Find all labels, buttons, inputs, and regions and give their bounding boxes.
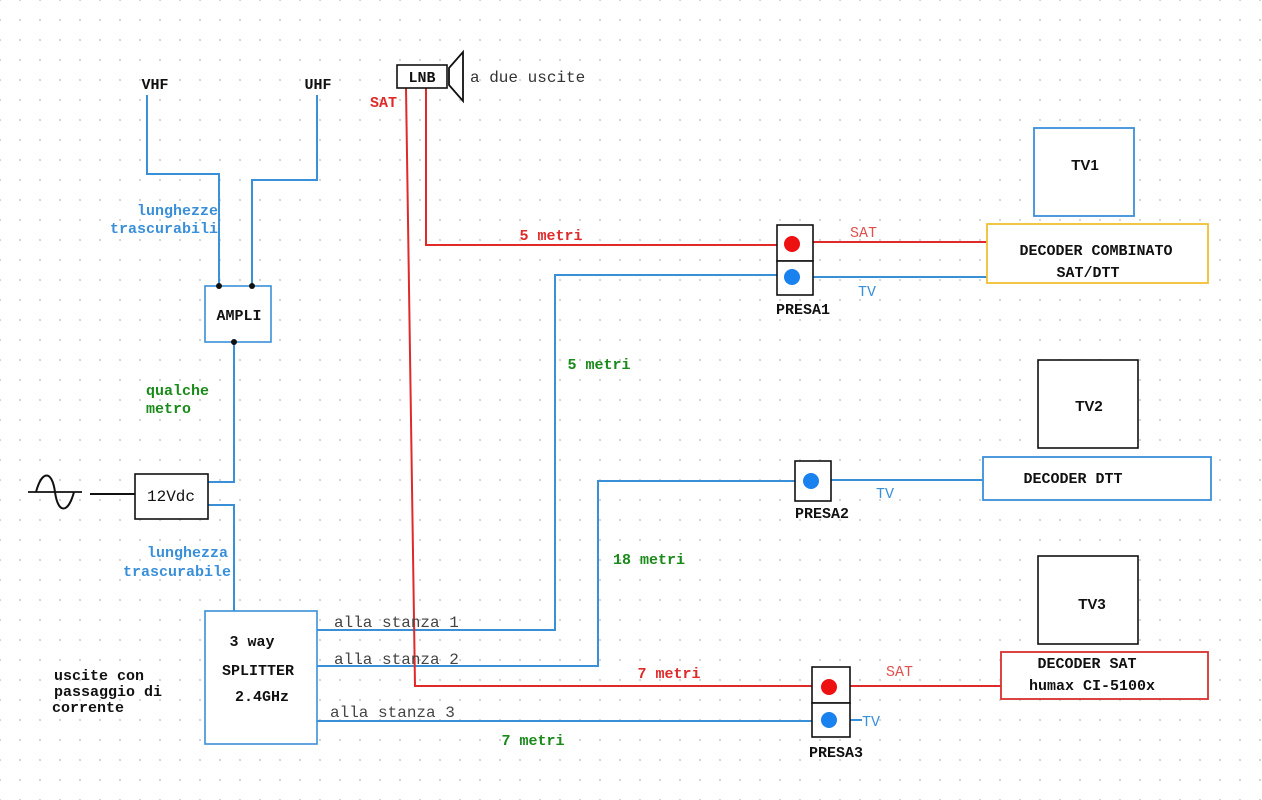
uhf-feed-wire	[251, 95, 318, 286]
decoder-combined-box	[986, 223, 1209, 284]
room3-sat-wire	[405, 87, 812, 687]
antenna-length-note-2: trascurabili	[110, 221, 218, 238]
splitter-line-1: 3 way	[229, 634, 274, 651]
splitter-note-1: uscite con	[54, 668, 144, 685]
dish-horn-icon	[448, 49, 464, 104]
vhf-feed-wire	[146, 95, 220, 286]
splitter-line-2: SPLITTER	[222, 663, 294, 680]
presa3-tv-signal-label: TV	[862, 714, 880, 731]
ampli-to-psu-wire	[208, 342, 235, 483]
presa3-label: PRESA3	[809, 745, 863, 762]
ampli-label: AMPLI	[216, 308, 261, 325]
ampli-psu-length-2: metro	[146, 401, 191, 418]
psu-splitter-length-1: lunghezza	[147, 545, 228, 562]
presa1-tv-port	[784, 269, 800, 285]
decoder-dtt-label: DECODER DTT	[1023, 471, 1122, 488]
presa1-sat-port	[784, 236, 800, 252]
room1-tv-length: 5 metri	[567, 357, 630, 374]
room1-sat-length: 5 metri	[519, 228, 582, 245]
room2-tv-wire	[317, 480, 795, 667]
lnb-note: a due uscite	[470, 69, 585, 87]
vhf-antenna-label: VHF	[141, 77, 168, 94]
splitter-output-1-label: alla stanza 1	[334, 614, 459, 632]
uhf-antenna-label: UHF	[304, 77, 331, 94]
presa1-outlet	[776, 224, 814, 296]
psu-box	[134, 473, 209, 520]
presa2-tv-signal-label: TV	[876, 486, 894, 503]
room3-sat-length: 7 metri	[637, 666, 700, 683]
decoder-combined-line-1: DECODER COMBINATO	[1019, 243, 1172, 260]
ampli-input-vhf	[216, 283, 222, 289]
psu-to-splitter-wire	[208, 504, 235, 611]
room3-tv-length: 7 metri	[501, 733, 564, 750]
room2-tv-length: 18 metri	[613, 552, 685, 569]
presa3-outlet	[811, 666, 851, 738]
psu-label: 12Vdc	[147, 488, 195, 506]
tv3-label: TV3	[1078, 596, 1106, 613]
splitter-output-2-label: alla stanza 2	[334, 651, 459, 669]
decoder-dtt-box	[982, 456, 1212, 501]
presa1-tv-signal-label: TV	[858, 284, 876, 301]
ampli-output	[231, 339, 237, 345]
presa1-sat-signal-label: SAT	[850, 225, 877, 242]
presa1-label: PRESA1	[776, 302, 830, 319]
room1-tv-wire	[317, 274, 777, 631]
presa2-label: PRESA2	[795, 506, 849, 523]
ampli-psu-length-1: qualche	[146, 383, 209, 400]
presa3-sat-port	[821, 679, 837, 695]
splitter-output-3-label: alla stanza 3	[330, 704, 455, 722]
ac-sine-icon	[28, 474, 82, 510]
presa2-outlet	[794, 460, 832, 502]
ampli-box	[204, 285, 272, 343]
psu-splitter-length-2: trascurabile	[123, 564, 231, 581]
lnb-sat-label: SAT	[370, 95, 397, 112]
presa3-tv-port	[821, 712, 837, 728]
ampli-input-uhf	[249, 283, 255, 289]
antenna-length-note-1: lunghezze	[137, 203, 218, 220]
tv1-box	[1033, 127, 1135, 217]
tv2-box	[1037, 359, 1139, 449]
splitter-line-3: 2.4GHz	[235, 689, 289, 706]
tv3-box	[1037, 555, 1139, 645]
tv2-label: TV2	[1075, 398, 1103, 415]
decoder-sat-line-1: DECODER SAT	[1037, 656, 1136, 673]
decoder-sat-line-2: humax CI-5100x	[1029, 678, 1155, 695]
splitter-box	[204, 610, 318, 745]
tv1-label: TV1	[1071, 157, 1099, 174]
splitter-note-2: passaggio di	[54, 684, 162, 701]
presa2-tv-port	[803, 473, 819, 489]
room1-sat-wire	[425, 88, 777, 246]
splitter-note-3: corrente	[52, 700, 124, 717]
decoder-sat-box	[1000, 651, 1209, 700]
decoder-combined-line-2: SAT/DTT	[1056, 265, 1119, 282]
presa3-sat-signal-label: SAT	[886, 664, 913, 681]
lnb-box	[396, 64, 448, 89]
lnb-label: LNB	[408, 70, 435, 87]
